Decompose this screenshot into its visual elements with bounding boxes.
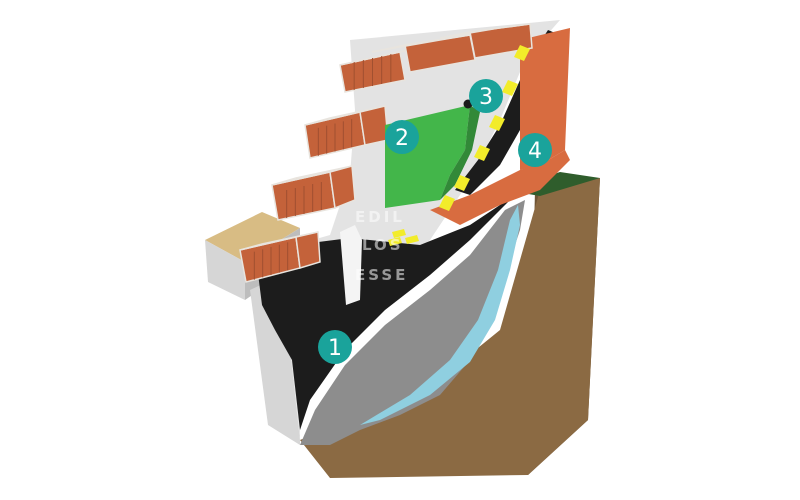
insulation-side	[440, 105, 480, 200]
marker-2-badge	[385, 120, 419, 154]
marker-4-badge	[518, 133, 552, 167]
drainage-water	[360, 205, 520, 425]
mesh-segment	[489, 115, 505, 131]
mesh-segment	[514, 45, 530, 61]
marker-4: 4	[518, 133, 552, 167]
watermark-line-1: EDIL	[355, 208, 405, 226]
soil-front	[300, 178, 600, 478]
marker-3-label: 3	[479, 85, 493, 110]
watermark-line-3: ESSE	[355, 266, 408, 284]
marker-2: 2	[385, 120, 419, 154]
watermark: EDIL LOS ESSE	[355, 208, 408, 284]
marker-3-badge	[469, 79, 503, 113]
marker-2-label: 2	[395, 126, 409, 151]
mesh-segment	[474, 145, 490, 161]
marker-1-badge	[318, 330, 352, 364]
brick-row-4	[239, 231, 321, 283]
slab-front	[205, 240, 245, 300]
gravel-layer	[300, 200, 525, 445]
concrete-wall-front	[250, 275, 300, 445]
protection-board	[340, 225, 362, 305]
mesh-segment	[439, 195, 455, 211]
watermark-line-2: LOS	[362, 236, 404, 254]
marker-1-label: 1	[328, 336, 342, 361]
yellow-mesh	[388, 45, 530, 246]
mesh-segment	[502, 80, 518, 96]
brick-wall-side-lower	[430, 150, 570, 225]
mesh-segment	[392, 229, 406, 238]
marker-4-label: 4	[528, 139, 542, 164]
marker-1: 1	[318, 330, 352, 364]
marker-3: 3	[469, 79, 503, 113]
mesh-segment	[454, 175, 470, 191]
brick-holes	[253, 54, 392, 280]
brick-wall	[239, 23, 570, 283]
mesh-segment	[405, 235, 419, 244]
mesh-segment	[388, 237, 402, 246]
slab-top	[205, 212, 300, 262]
